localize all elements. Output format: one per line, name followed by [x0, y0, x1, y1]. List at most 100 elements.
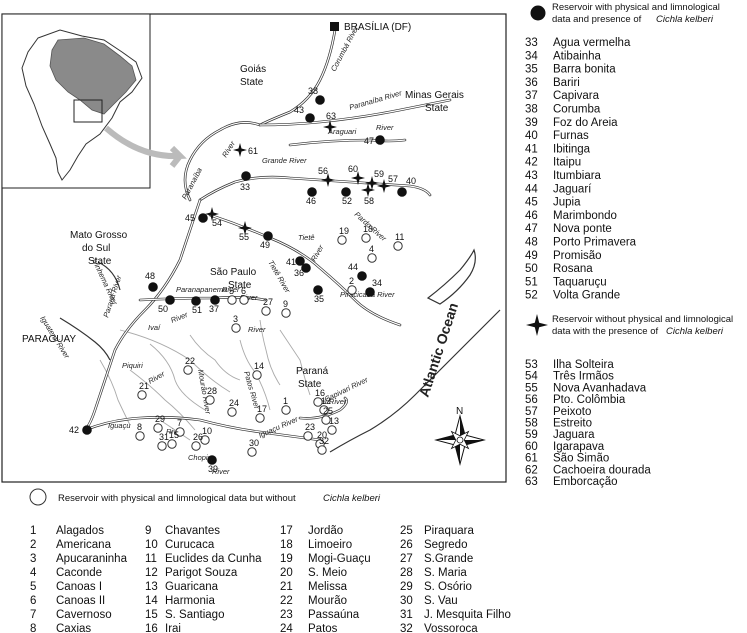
- reservoir-marker-26: [191, 441, 201, 451]
- legend-white-circle-icon: [29, 488, 47, 506]
- brasilia-label: BRASÍLIA (DF): [344, 20, 411, 33]
- reservoir-number-55: 55: [239, 232, 249, 242]
- legend-item-name: S. Santiago: [165, 609, 224, 621]
- rivers: [83, 28, 452, 442]
- legend-item-number: 34: [525, 50, 538, 62]
- reservoir-number-41: 41: [286, 257, 296, 267]
- legend-item-number: 52: [525, 290, 538, 302]
- reservoir-marker-37: [210, 295, 220, 305]
- legend-item-name: São Simão: [553, 453, 609, 465]
- reservoir-number-34: 34: [372, 278, 382, 288]
- iguacu-label: Iguaçu: [108, 421, 131, 430]
- minas-state-label: State: [425, 103, 449, 114]
- north-label: N: [456, 406, 463, 417]
- reservoir-number-51: 51: [192, 305, 202, 315]
- legend-item-number: 61: [525, 453, 538, 465]
- ocean-label: Atlantic Ocean: [416, 301, 462, 399]
- reservoir-number-39: 39: [208, 464, 218, 474]
- legend-item-number: 54: [525, 371, 538, 383]
- reservoir-marker-13: [327, 425, 337, 435]
- legend-item-name: Marimbondo: [553, 210, 617, 222]
- legend-item-number: 3: [30, 553, 36, 565]
- brasilia-marker: [330, 22, 339, 31]
- sao-paulo-state-label: State: [228, 280, 252, 291]
- legend-item-number: 25: [400, 525, 413, 537]
- compass-rose-icon: N: [434, 406, 486, 466]
- legend-item-name: Taquaruçu: [553, 276, 607, 288]
- reservoir-marker-4: [367, 253, 377, 263]
- piquiri-river-label: River: [147, 369, 167, 386]
- legend-item-name: Volta Grande: [553, 290, 620, 302]
- legend-item-number: 2: [30, 539, 36, 551]
- legend-item-number: 20: [280, 567, 293, 579]
- reservoir-number-6: 6: [241, 286, 246, 296]
- reservoir-marker-38: [315, 95, 325, 105]
- reservoir-number-3: 3: [233, 314, 238, 324]
- legend-item-name: Agua vermelha: [553, 37, 631, 49]
- reservoir-marker-41: [295, 256, 305, 266]
- reservoir-marker-39: [207, 455, 217, 465]
- inset-south-america: [1, 13, 151, 189]
- mato-grosso-state-label: State: [88, 256, 112, 267]
- legend-item-number: 1: [30, 525, 36, 537]
- reservoir-number-60: 60: [348, 164, 358, 174]
- legend-item-number: 29: [400, 581, 413, 593]
- reservoir-number-25: 25: [323, 406, 333, 416]
- legend-white: Reservoir with physical and limnological…: [29, 488, 511, 633]
- mato-grosso-label: Mato Grosso: [70, 230, 128, 241]
- reservoir-marker-43: [305, 113, 315, 123]
- reservoir-star-61: [233, 143, 247, 157]
- reservoir-marker-2: [347, 285, 357, 295]
- legend-item-name: Passaúna: [308, 609, 360, 621]
- reservoir-marker-32: [317, 445, 327, 455]
- iguacu-river-label: River: [166, 427, 184, 436]
- legend-item-name: Jupia: [553, 197, 581, 209]
- legend-item-name: Peixoto: [553, 406, 591, 418]
- reservoir-number-29: 29: [155, 414, 165, 424]
- reservoir-star-57: [377, 179, 391, 193]
- reservoir-number-46: 46: [306, 196, 316, 206]
- legend-white-header: Reservoir with physical and limnological…: [58, 493, 296, 504]
- legend-item-number: 47: [525, 223, 538, 235]
- legend-item-name: Ilha Solteira: [553, 359, 614, 371]
- araguari-river-label: River: [376, 123, 394, 132]
- grande-river-label: Grande River: [262, 156, 307, 165]
- reservoir-number-37: 37: [209, 304, 219, 314]
- legend-item-name: Patos: [308, 623, 338, 633]
- reservoir-number-54: 54: [212, 218, 222, 228]
- reservoir-marker-40: [397, 187, 407, 197]
- paranaiba-upper-label: Paranaíba: [180, 166, 204, 201]
- legend-black-header-2: data and presence of: [552, 14, 642, 25]
- legend-black-header-1: Reservoir with physical and limnological: [552, 2, 720, 13]
- legend-white-species: Cichla kelberi: [323, 493, 381, 504]
- reservoir-marker-10: [200, 435, 210, 445]
- reservoir-number-16: 16: [315, 388, 325, 398]
- legend-item-number: 27: [400, 553, 413, 565]
- legend-item-number: 19: [280, 553, 293, 565]
- goias-label: Goiás: [240, 64, 266, 75]
- reservoir-number-18: 18: [363, 224, 373, 234]
- reservoir-marker-6: [239, 295, 249, 305]
- inset-arrow: [104, 125, 187, 168]
- reservoir-number-57: 57: [388, 174, 398, 184]
- reservoir-marker-8: [135, 431, 145, 441]
- tributaries: [99, 319, 311, 441]
- legend-item-number: 35: [525, 64, 538, 76]
- legend-item-name: Caxias: [56, 623, 91, 633]
- reservoir-number-14: 14: [254, 361, 264, 371]
- legend-item-name: Parigot Souza: [165, 567, 238, 579]
- reservoir-marker-42: [82, 425, 92, 435]
- paraguay-rivers: [59, 261, 121, 361]
- legend-item-number: 7: [30, 609, 36, 621]
- reservoir-number-2: 2: [349, 276, 354, 286]
- reservoir-number-10: 10: [202, 426, 212, 436]
- reservoir-number-20: 20: [317, 430, 327, 440]
- legend-item-number: 30: [400, 595, 413, 607]
- reservoir-number-28: 28: [207, 386, 217, 396]
- reservoir-number-63: 63: [326, 111, 336, 121]
- reservoir-marker-25: [321, 415, 331, 425]
- reservoir-marker-47: [375, 135, 385, 145]
- reservoir-marker-5: [227, 295, 237, 305]
- ivai-label: Ivaí: [148, 323, 161, 332]
- reservoir-number-33: 33: [240, 182, 250, 192]
